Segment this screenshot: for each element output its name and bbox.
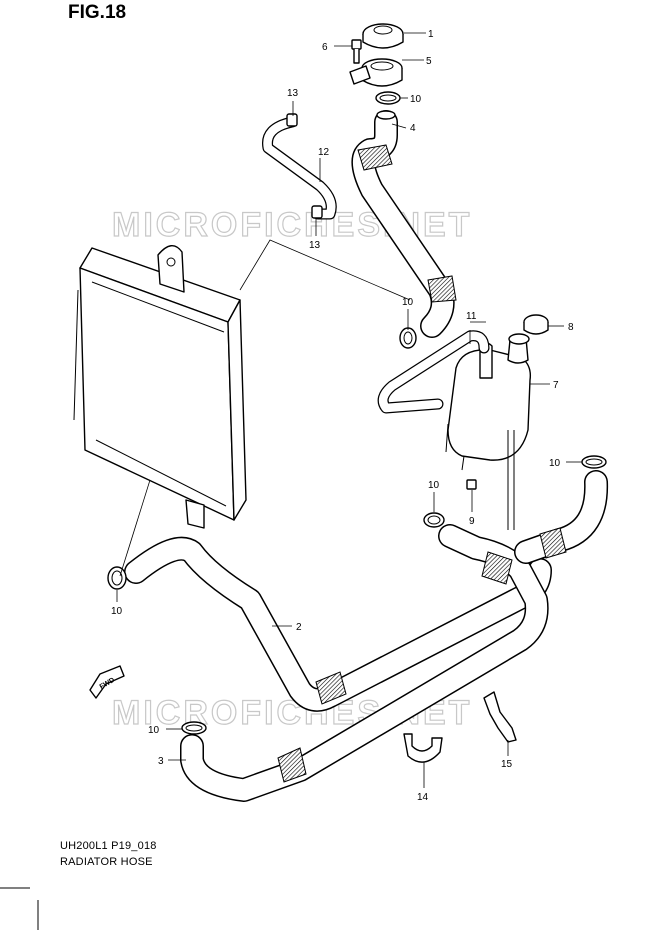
clamp-10-left — [107, 566, 127, 590]
callout-12: 12 — [318, 147, 330, 158]
overflow-hose — [262, 113, 337, 220]
callout-10-tank: 10 — [428, 480, 440, 491]
lower-hose-3 — [180, 524, 549, 802]
callout-9: 9 — [469, 516, 475, 527]
upper-hose — [351, 110, 457, 338]
callout-10-mid: 10 — [402, 297, 414, 308]
clamp-10-tank-outlet — [423, 512, 445, 528]
clamp-10-bottom — [181, 721, 207, 735]
callout-7: 7 — [553, 380, 559, 391]
callout-10-bottom: 10 — [148, 725, 160, 736]
clamp-10-mid — [399, 327, 417, 349]
filler-neck — [349, 58, 403, 87]
callout-10-upper: 10 — [410, 94, 422, 105]
bolt-6 — [351, 39, 362, 64]
callout-2: 2 — [296, 622, 302, 633]
figure-caption: RADIATOR HOSE — [60, 856, 153, 868]
reservoir-cap — [523, 314, 549, 335]
callout-10-right: 10 — [549, 458, 561, 469]
drawing-code: UH200L1 P19_018 — [60, 840, 157, 852]
callout-1: 1 — [428, 29, 434, 40]
crop-mark — [0, 887, 39, 930]
hose-bracket-14 — [403, 733, 443, 763]
callout-14: 14 — [417, 792, 429, 803]
leader-lines — [116, 32, 582, 788]
callout-3: 3 — [158, 756, 164, 767]
callout-5: 5 — [426, 56, 432, 67]
hose-bracket-15 — [483, 691, 517, 743]
lower-hose-2 — [124, 536, 552, 712]
callout-8: 8 — [568, 322, 574, 333]
radiator-cap — [362, 23, 404, 49]
reservoir-tank — [445, 333, 532, 471]
callout-4: 4 — [410, 123, 416, 134]
radiator — [73, 245, 247, 529]
reservoir-breather-hose — [377, 330, 515, 530]
callout-labels: 1 6 5 13 10 4 12 13 10 11 8 7 10 10 9 10… — [111, 29, 574, 803]
callout-15: 15 — [501, 759, 513, 770]
callout-13-lower: 13 — [309, 240, 321, 251]
callout-11: 11 — [466, 311, 477, 322]
clamp-10-upper — [375, 91, 401, 105]
bolt-9 — [466, 479, 477, 490]
outlet-hose — [514, 470, 609, 564]
callout-10-left: 10 — [111, 606, 123, 617]
clamp-10-right — [581, 455, 607, 469]
callout-6: 6 — [322, 42, 328, 53]
figure-title: FIG.18 — [68, 2, 127, 23]
callout-13-upper: 13 — [287, 88, 299, 99]
